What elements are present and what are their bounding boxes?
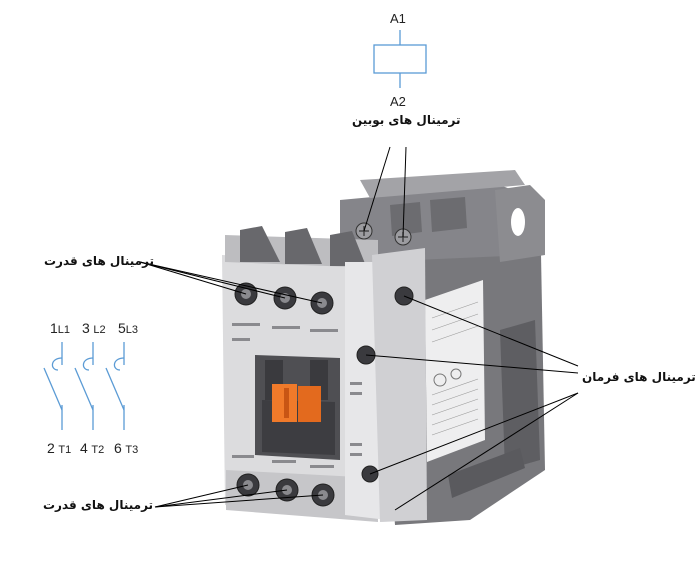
coil-leader-1 <box>363 146 391 232</box>
power-terminals-top-label: ترمینال های قدرت <box>44 254 155 268</box>
terminal-label-t3: 6 T3 <box>114 440 139 456</box>
power-bottom-leader-2 <box>154 489 288 508</box>
contactor-body <box>222 170 545 525</box>
terminal-label-t2: 4 T2 <box>80 440 105 456</box>
control-leader-2 <box>365 354 579 374</box>
control-leader-4 <box>394 392 579 511</box>
terminal-label-t1: 2 T1 <box>47 440 72 456</box>
power-top-leader-3 <box>139 261 323 304</box>
contact-2 <box>74 342 94 430</box>
power-top-leader-1 <box>139 261 247 295</box>
coil-leader-2 <box>402 146 407 238</box>
contact-schematic <box>43 342 125 430</box>
contact-3 <box>105 342 125 430</box>
control-leader-1 <box>403 295 579 367</box>
contact-1 <box>43 342 63 430</box>
terminal-label-l2: 3 L2 <box>82 320 106 336</box>
control-leader-3 <box>369 392 579 475</box>
power-terminals-bottom-label: ترمینال های قدرت <box>43 498 154 512</box>
power-bottom-leader-1 <box>154 484 249 508</box>
control-terminals-label: ترمینال های فرمان <box>582 370 696 384</box>
coil-terminal-a2: A2 <box>390 94 406 109</box>
leader-lines <box>139 146 579 511</box>
terminal-label-l1: 1L1 <box>50 320 71 336</box>
coil-terminals-label: ترمینال های بوبین <box>352 113 461 127</box>
coil-symbol <box>373 30 427 88</box>
terminal-label-l3: 5L3 <box>118 320 139 336</box>
coil-terminal-a1: A1 <box>390 11 406 26</box>
power-bottom-leader-3 <box>154 494 324 508</box>
power-top-leader-2 <box>139 261 286 299</box>
